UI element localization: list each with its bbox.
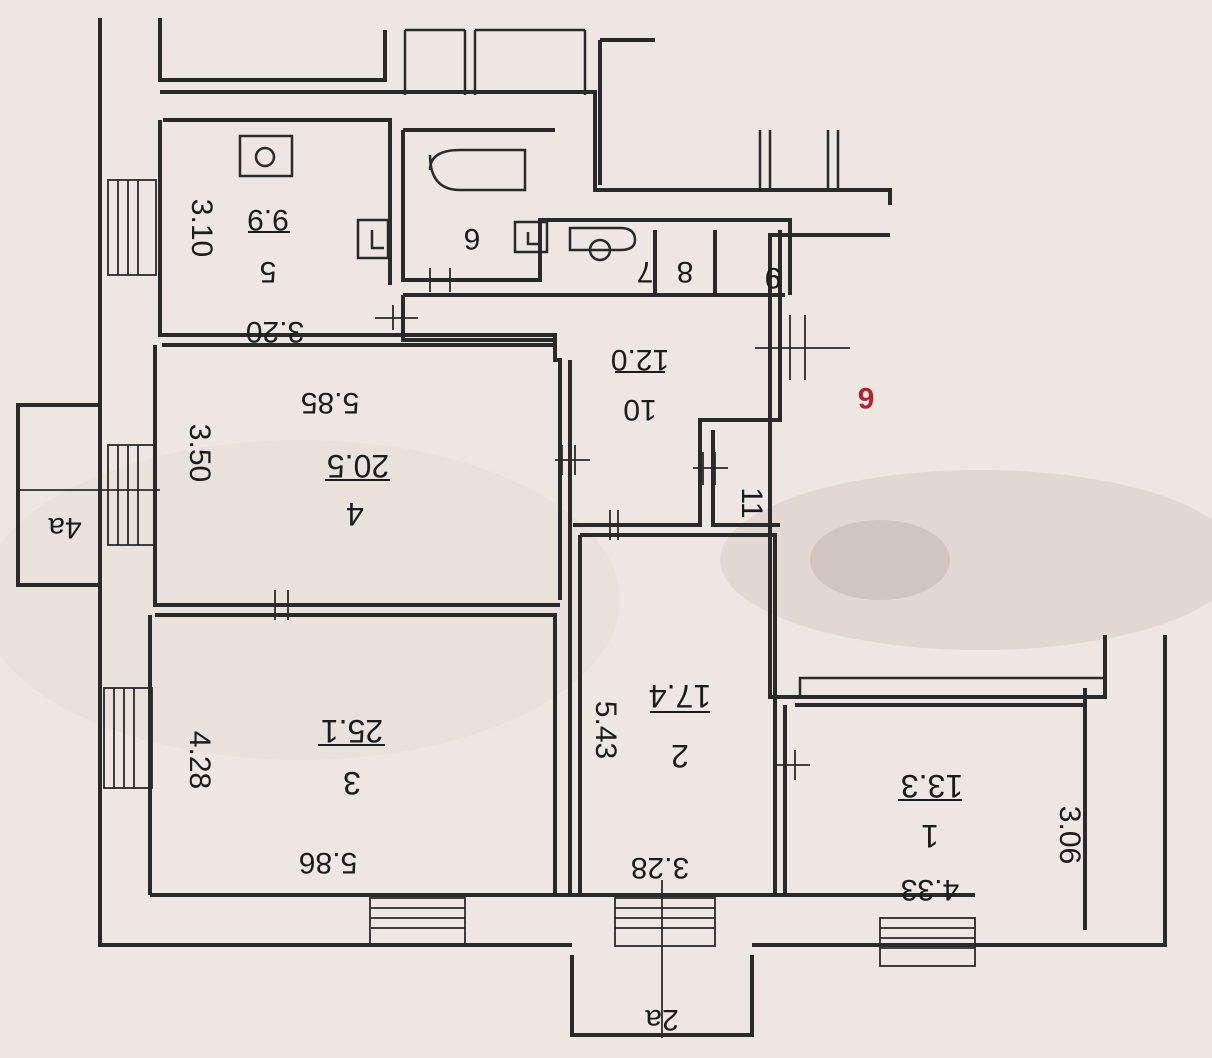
dim-4-width: 3.50 [183,424,216,482]
room-6-number: 6 [464,222,481,255]
fixtures [238,134,637,262]
room-2-number: 2 [671,738,689,774]
room-1-number: 1 [921,818,939,854]
vent-shafts [403,28,840,190]
dim-3-length: 5.86 [299,846,357,879]
dim-4-length: 5.85 [301,386,359,419]
room-8-number: 8 [677,255,694,288]
room-7-number: 7 [637,255,654,288]
balcony-2a-label: 2a [645,1003,679,1036]
balcony-4a-label: 4a [48,511,82,544]
dim-2-width: 3.28 [631,851,689,884]
sink-icon [356,218,390,260]
room-4-area: 20.5 [327,448,389,484]
balconies [16,403,754,1038]
room-2-area: 17.4 [649,678,711,714]
room-10-number: 10 [623,393,656,426]
room-3-area: 25.1 [321,713,383,749]
room-4-number: 4 [346,496,364,532]
inner-walls [148,118,1085,895]
dim-5-length: 3.20 [246,315,304,348]
room-1-area: 13.3 [901,768,963,804]
bathtub-icon [428,148,527,192]
room-3-number: 3 [343,765,361,801]
dim-1-length: 4.33 [901,873,959,906]
toilet-icon [568,226,637,252]
dim-1-width: 3.06 [1053,806,1086,864]
outer-walls [98,18,1167,947]
doors [260,268,850,780]
room-9-number: 9 [765,261,782,294]
dim-5-width: 3.10 [185,199,218,257]
dim-3-width: 4.28 [183,731,216,789]
stair-marker: 6 [858,381,875,414]
stove-icon [238,134,294,178]
room-11-number: 11 [735,487,768,518]
room-5-area: 9.9 [247,203,289,236]
washbasin-icon [513,220,549,254]
room-5-number: 5 [260,255,277,288]
room-10-area: 12.0 [611,343,669,376]
dim-2-length: 5.43 [589,701,622,759]
windows [103,179,976,967]
